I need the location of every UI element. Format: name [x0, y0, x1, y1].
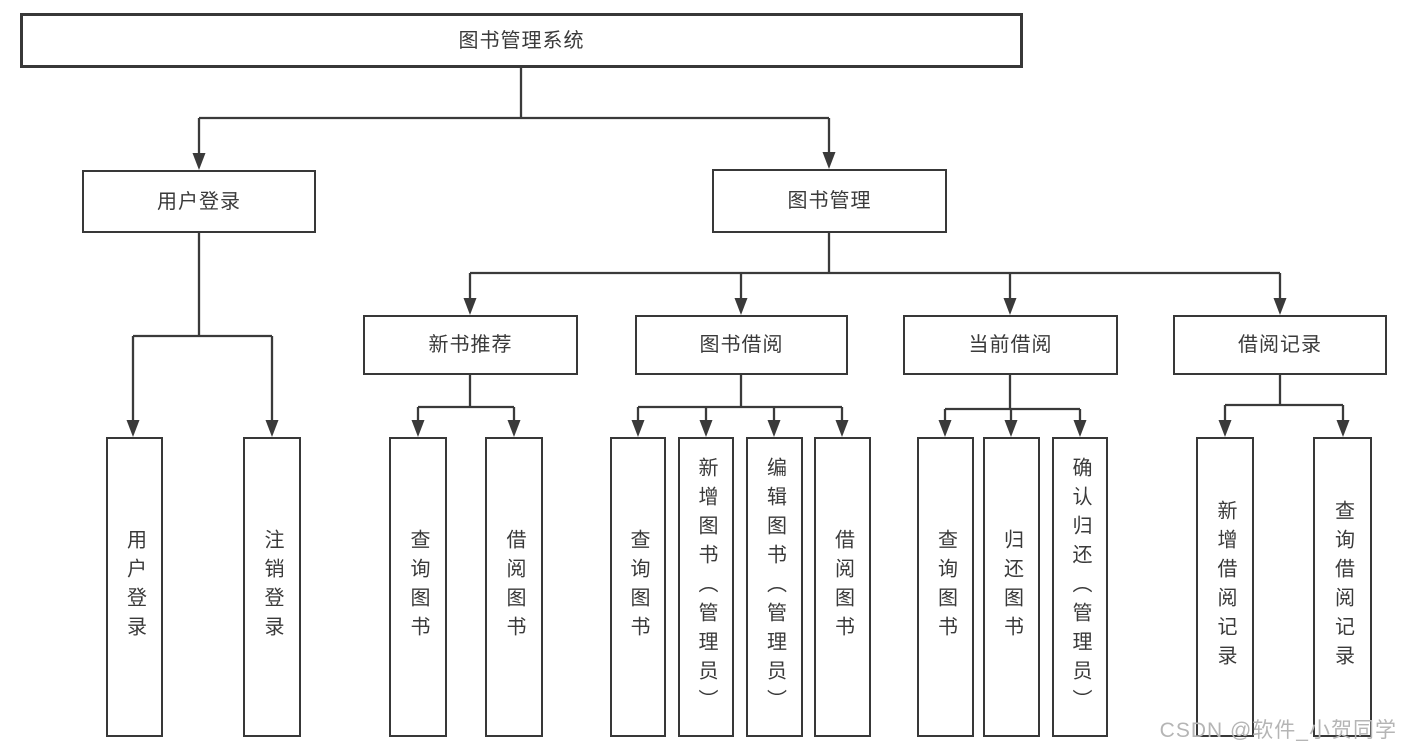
- node-label: 借阅记录: [1238, 334, 1322, 356]
- arrowhead-icon: [1003, 298, 1017, 315]
- node-label: 用户登录: [157, 190, 241, 213]
- node-label: 当前借阅: [968, 334, 1053, 356]
- node-label: 图书管理: [787, 190, 872, 212]
- node-book-management: 图书管理: [712, 169, 947, 233]
- node-label: 借阅图书: [831, 529, 854, 645]
- node-borrowing-records: 借阅记录: [1173, 315, 1387, 375]
- node-label: 查询图书: [627, 529, 649, 645]
- watermark: CSDN @软件_小贺同学: [1159, 719, 1397, 742]
- arrowhead-icon: [1073, 420, 1087, 437]
- node-leaf-query-borrow-record: 查询借阅记录: [1313, 437, 1372, 737]
- arrowhead-icon: [734, 298, 748, 315]
- node-label: 借阅图书: [503, 529, 525, 645]
- node-leaf-user-login: 用户登录: [106, 437, 163, 737]
- node-current-borrowing: 当前借阅: [903, 315, 1118, 375]
- arrowhead-icon: [1336, 420, 1350, 437]
- node-label: 新增图书（管理员）: [695, 456, 717, 718]
- arrowhead-icon: [126, 420, 140, 437]
- node-leaf-edit-books-admin: 编辑图书（管理员）: [746, 437, 803, 737]
- node-root: 图书管理系统: [20, 13, 1023, 68]
- arrowhead-icon: [192, 153, 206, 170]
- node-leaf-borrow-books-1: 借阅图书: [485, 437, 543, 737]
- arrowhead-icon: [1273, 298, 1287, 315]
- node-leaf-logout-login: 注销登录: [243, 437, 301, 737]
- node-label: 确认归还（管理员）: [1069, 456, 1091, 718]
- node-label: 注销登录: [261, 529, 283, 645]
- arrowhead-icon: [835, 420, 849, 437]
- node-leaf-add-borrow-record: 新增借阅记录: [1196, 437, 1254, 737]
- node-label: 编辑图书（管理员）: [763, 456, 786, 718]
- arrowhead-icon: [463, 298, 477, 315]
- arrowhead-icon: [631, 420, 645, 437]
- arrowhead-icon: [507, 420, 521, 437]
- node-label: 归还图书: [1000, 529, 1023, 645]
- node-leaf-confirm-return-admin: 确认归还（管理员）: [1052, 437, 1108, 737]
- node-label: 查询借阅记录: [1331, 500, 1354, 674]
- node-label: 查询图书: [407, 529, 429, 645]
- node-leaf-return-books: 归还图书: [983, 437, 1040, 737]
- arrowhead-icon: [411, 420, 425, 437]
- node-leaf-borrow-books-2: 借阅图书: [814, 437, 871, 737]
- node-label: 新书推荐: [428, 334, 513, 356]
- node-label: 用户登录: [123, 529, 146, 645]
- node-book-borrowing: 图书借阅: [635, 315, 848, 375]
- arrowhead-icon: [1004, 420, 1018, 437]
- arrowhead-icon: [1218, 420, 1232, 437]
- node-label: 图书管理系统: [458, 29, 585, 52]
- arrowhead-icon: [938, 420, 952, 437]
- node-leaf-query-books-1: 查询图书: [389, 437, 447, 737]
- node-leaf-add-books-admin: 新增图书（管理员）: [678, 437, 734, 737]
- node-label: 查询图书: [934, 529, 957, 645]
- arrowhead-icon: [822, 152, 836, 169]
- arrowhead-icon: [699, 420, 713, 437]
- node-label: 图书借阅: [699, 334, 784, 356]
- node-user-login: 用户登录: [82, 170, 316, 233]
- node-new-book-recommend: 新书推荐: [363, 315, 578, 375]
- node-label: 新增借阅记录: [1214, 500, 1236, 674]
- node-leaf-query-books-2: 查询图书: [610, 437, 666, 737]
- node-leaf-query-books-3: 查询图书: [917, 437, 974, 737]
- arrowhead-icon: [265, 420, 279, 437]
- arrowhead-icon: [767, 420, 781, 437]
